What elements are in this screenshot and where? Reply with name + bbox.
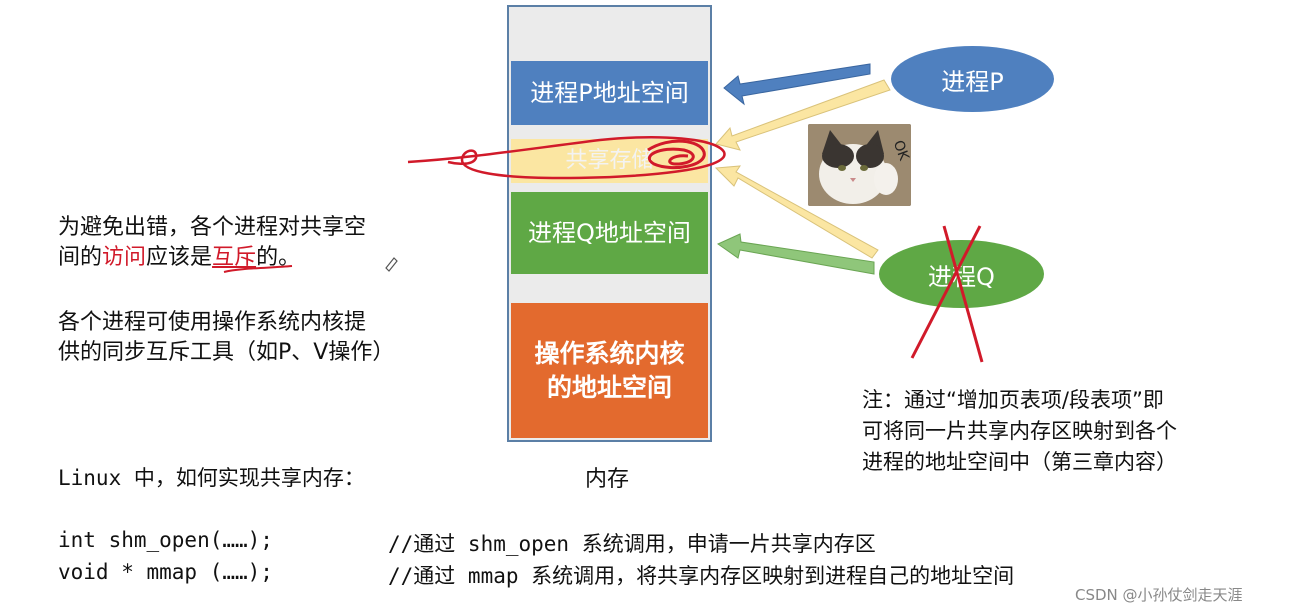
memory-column: 进程P地址空间 共享存储 进程Q地址空间 操作系统内核的地址空间: [507, 5, 712, 442]
page-table-note: 注：通过“增加页表项/段表项”即 可将同一片共享内存区映射到各个 进程的地址空间…: [862, 388, 1177, 474]
code-shm-open: int shm_open(……);: [58, 528, 273, 552]
arrow-q-to-shared: [714, 165, 879, 259]
linux-question: Linux 中，如何实现共享内存：: [58, 466, 365, 490]
arrow-q-to-q-space: [716, 233, 875, 275]
process-q-address-space: 进程Q地址空间: [511, 192, 708, 274]
comment-shm-open: //通过 shm_open 系统调用，申请一片共享内存区: [388, 532, 876, 556]
sync-tools-paragraph: 各个进程可使用操作系统内核提 供的同步互斥工具（如P、V操作）: [58, 310, 395, 365]
comment-mmap: //通过 mmap 系统调用，将共享内存区映射到进程自己的地址空间: [388, 564, 1015, 588]
cross-out-line-2: [910, 225, 982, 359]
arrow-p-to-p-space: [723, 63, 871, 106]
code-mmap: void * mmap (……);: [58, 560, 273, 584]
mutex-underline-annotation: [223, 265, 293, 273]
arrow-p-to-shared: [715, 79, 891, 151]
os-kernel-address-space: 操作系统内核的地址空间: [511, 303, 708, 438]
shared-memory-region: 共享存储: [511, 139, 708, 183]
process-p-node: 进程P: [891, 46, 1054, 112]
cat-ok-text: OK: [890, 138, 911, 163]
scribble-annotation: [647, 139, 706, 170]
csdn-watermark: CSDN @小孙仗剑走天涯: [1075, 586, 1243, 604]
mutual-exclusion-paragraph: 为避免出错，各个进程对共享空 间的访问应该是互斥的。: [58, 215, 367, 270]
memory-caption: 内存: [585, 467, 630, 492]
process-p-address-space: 进程P地址空间: [511, 61, 708, 125]
cross-out-line-1: [942, 225, 984, 363]
access-highlight: 访问: [102, 245, 147, 270]
shared-region-circle-annotation: [407, 136, 726, 180]
process-q-node: 进程Q: [879, 240, 1044, 308]
mutex-highlight: 互斥: [212, 245, 257, 270]
pencil-icon: [385, 257, 398, 272]
cat-ok-image: OK: [808, 124, 911, 206]
